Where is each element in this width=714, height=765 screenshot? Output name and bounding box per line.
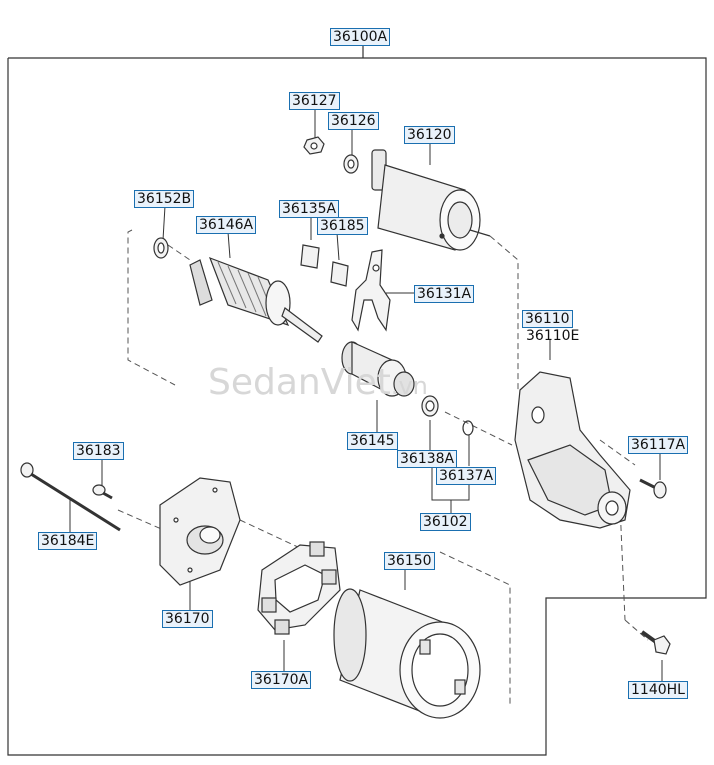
label-36110E[interactable]: 36110E — [526, 328, 580, 344]
label-36170[interactable]: 36170 — [162, 610, 213, 628]
rear-bracket-36170 — [159, 477, 241, 586]
armature-36146A — [189, 256, 323, 343]
assembly-dashed-lines — [117, 229, 649, 705]
label-36184E[interactable]: 36184E — [38, 532, 98, 550]
through-bolt-36184E — [20, 462, 121, 532]
shift-lever-36131A — [351, 249, 391, 332]
ring-36138A — [421, 395, 439, 417]
label-36183[interactable]: 36183 — [73, 442, 124, 460]
brush-36185 — [330, 261, 349, 287]
label-36120[interactable]: 36120 — [404, 126, 455, 144]
washer-36126 — [343, 154, 359, 174]
label-36152B[interactable]: 36152B — [134, 190, 195, 208]
bolt-1140HL — [640, 630, 671, 655]
label-36138A[interactable]: 36138A — [397, 450, 458, 468]
assembly-frame — [7, 44, 707, 756]
label-36150[interactable]: 36150 — [384, 552, 435, 570]
housing-36110 — [514, 371, 631, 529]
watermark-main: SedanViet — [208, 362, 391, 403]
label-36110[interactable]: 36110 — [522, 310, 573, 328]
label-36126[interactable]: 36126 — [328, 112, 379, 130]
screw-36117A — [639, 478, 667, 499]
label-36135A[interactable]: 36135A — [279, 200, 340, 218]
label-36170A[interactable]: 36170A — [251, 671, 312, 689]
label-36131A[interactable]: 36131A — [414, 285, 475, 303]
assembly-title[interactable]: 36100A — [330, 28, 391, 46]
watermark-domain: .vn — [390, 372, 428, 400]
label-1140HL[interactable]: 1140HL — [628, 681, 688, 699]
solenoid-36120 — [371, 149, 491, 251]
watermark: SedanViet.vn — [208, 362, 428, 403]
label-36185[interactable]: 36185 — [317, 217, 368, 235]
label-36117A[interactable]: 36117A — [628, 436, 689, 454]
label-36102[interactable]: 36102 — [420, 513, 471, 531]
clutch-36145 — [341, 341, 415, 397]
label-36137A[interactable]: 36137A — [436, 467, 497, 485]
brush-holder-36170A — [257, 541, 341, 635]
screw-36183 — [92, 484, 113, 500]
ring-36137A — [462, 420, 474, 436]
label-36145[interactable]: 36145 — [347, 432, 398, 450]
label-36146A[interactable]: 36146A — [196, 216, 257, 234]
washer-36152B — [153, 237, 169, 259]
nut-36127 — [303, 136, 325, 155]
label-36127[interactable]: 36127 — [289, 92, 340, 110]
yoke-36150 — [333, 588, 481, 719]
leader-lines — [69, 108, 663, 681]
brush-36135A — [300, 244, 320, 269]
